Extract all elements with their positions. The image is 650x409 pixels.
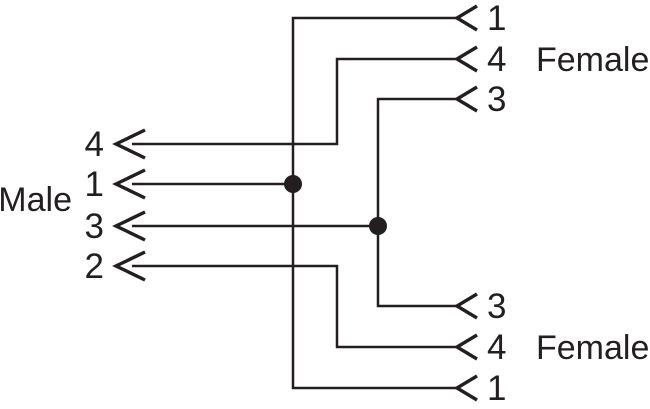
- female-bottom-pin-number-1: 1: [487, 369, 506, 408]
- female-top-pin-number-3: 3: [487, 80, 506, 119]
- junction-dot: [369, 217, 387, 235]
- junction-dots-layer: [284, 175, 387, 235]
- female-bottom-pin-number-4: 4: [487, 328, 506, 367]
- female-top-pin-4-arrow-icon: [453, 45, 478, 73]
- male-connector-label: Male: [0, 181, 72, 219]
- male-pin-number-1: 1: [85, 165, 104, 204]
- male-pin-1-arrow-icon: [112, 168, 146, 200]
- wire-male2-to-femaleBottom4: [132, 264, 457, 349]
- female-top-pin-3-arrow-icon: [453, 85, 478, 113]
- female-bottom-pin-4-arrow-icon: [453, 333, 478, 361]
- male-pin-number-3: 3: [85, 207, 104, 246]
- junction-dot: [284, 175, 302, 193]
- female-top-connector-label: Female: [536, 41, 649, 79]
- wire-male4-to-femaleTop4: [132, 57, 457, 146]
- male-pin-4-arrow-icon: [112, 128, 146, 160]
- male-pin-number-4: 4: [85, 125, 104, 164]
- pin-arrows-layer: [112, 4, 478, 402]
- female-bottom-pin-number-3: 3: [487, 287, 506, 326]
- male-pin-3-arrow-icon: [112, 210, 146, 242]
- female-top-pin-1-arrow-icon: [453, 4, 478, 32]
- female-bottom-connector-label: Female: [536, 329, 649, 367]
- female-top-pin-number-4: 4: [487, 40, 506, 79]
- male-pin-number-2: 2: [85, 247, 104, 286]
- wires-layer: [132, 16, 457, 390]
- wire-female1-bus: [291, 16, 457, 390]
- wire-female3-bus: [376, 97, 457, 308]
- female-bottom-pin-3-arrow-icon: [453, 292, 478, 320]
- female-top-pin-number-1: 1: [487, 0, 506, 38]
- female-bottom-pin-1-arrow-icon: [453, 374, 478, 402]
- male-pin-2-arrow-icon: [112, 250, 146, 282]
